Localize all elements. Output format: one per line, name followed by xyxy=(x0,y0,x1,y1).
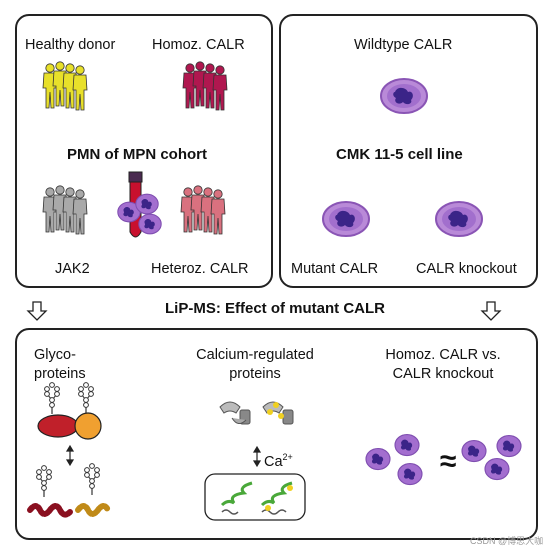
calcium-ion-text: Ca xyxy=(264,453,283,470)
healthy-donor-label: Healthy donor xyxy=(25,37,116,53)
calcium-charge-text: 2+ xyxy=(282,452,293,462)
heteroz-calr-figures xyxy=(180,185,226,235)
lip-ms-title: LiP-MS: Effect of mutant CALR xyxy=(165,300,385,317)
jak2-figures xyxy=(42,185,88,235)
mutant-cell-icon xyxy=(322,201,370,237)
arrow-down-left-icon xyxy=(26,301,48,321)
mutant-calr-label: Mutant CALR xyxy=(291,261,379,277)
glyco-label-line2: proteins xyxy=(34,366,86,382)
calcium-protein-apo-icon xyxy=(219,401,251,425)
homoz-calr-label: Homoz. CALR xyxy=(152,37,245,53)
double-arrow-calcium-icon xyxy=(252,445,262,468)
patient-cohort-panel xyxy=(15,14,273,288)
compare-label-line1: Homoz. CALR vs. xyxy=(385,347,501,363)
helix-apo-icon xyxy=(220,481,253,515)
calcium-label-line2: proteins xyxy=(229,366,281,382)
compare-label-line2: CALR knockout xyxy=(392,366,494,382)
double-arrow-glyco-icon xyxy=(65,444,75,467)
healthy-donor-figures xyxy=(42,61,88,111)
homoz-calr-figures xyxy=(182,61,228,111)
glycoprotein-unfolded-icon xyxy=(27,463,111,518)
heteroz-calr-label: Heteroz. CALR xyxy=(151,261,249,277)
watermark-text: CSDN @博思大咖 xyxy=(470,536,544,546)
helix-bound-icon xyxy=(260,481,293,515)
knockout-cell-icon xyxy=(435,201,483,237)
wildtype-calr-label: Wildtype CALR xyxy=(354,37,453,53)
cell-line-panel xyxy=(279,14,538,288)
homoz-calr-cells-icon xyxy=(365,433,423,486)
jak2-label: JAK2 xyxy=(55,261,90,277)
calcium-protein-bound-icon xyxy=(262,401,294,425)
cell-line-title: CMK 11-5 cell line xyxy=(336,146,463,163)
glycoprotein-folded-icon xyxy=(37,382,102,440)
calr-knockout-cells-icon xyxy=(461,434,522,481)
approx-symbol: ≈ xyxy=(440,445,457,478)
lip-ms-results-panel xyxy=(15,328,538,540)
wildtype-cell-icon xyxy=(380,78,428,114)
cohort-title: PMN of MPN cohort xyxy=(67,146,207,163)
helix-box xyxy=(204,473,306,521)
glyco-label-line1: Glyco- xyxy=(34,347,76,363)
pmn-cells-icon xyxy=(117,193,162,235)
arrow-down-right-icon xyxy=(480,301,502,321)
calcium-ion-label: Ca2+ xyxy=(264,452,293,470)
calr-knockout-label: CALR knockout xyxy=(416,261,517,277)
calcium-label-line1: Calcium-regulated xyxy=(196,347,314,363)
